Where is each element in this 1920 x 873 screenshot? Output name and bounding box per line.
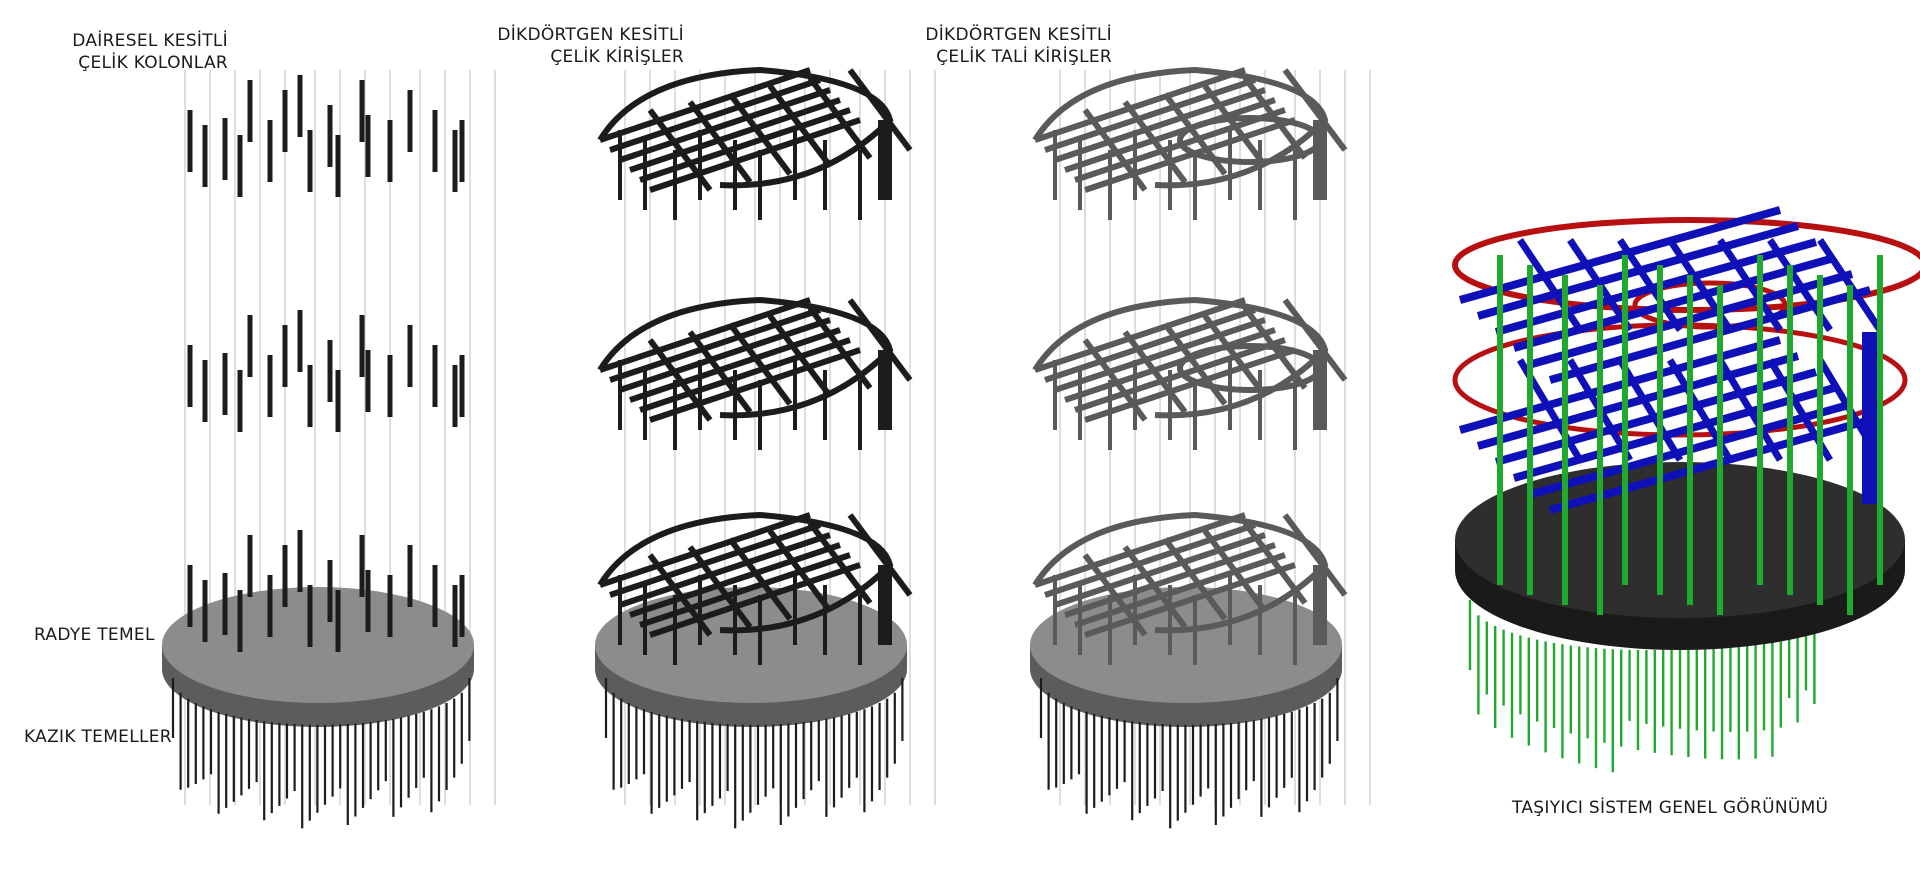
steel-beam [1044, 307, 1256, 383]
beam-ring [1032, 66, 1329, 189]
core-wall [878, 120, 892, 200]
steel-beam [1054, 532, 1266, 608]
blue-beam [1517, 238, 1583, 332]
blue-beam [1616, 358, 1684, 462]
steel-beam [1122, 545, 1188, 629]
red-ring [1632, 280, 1788, 330]
columns-label-line-1: DAİRESEL KESİTLİ [72, 31, 228, 51]
beams-label-line-1: DİKDÖRTGEN KESİTLİ [497, 25, 684, 45]
blue-beam [1617, 238, 1683, 332]
steel-beam [1282, 298, 1348, 382]
blue-beam [1717, 238, 1783, 332]
raft-label: RADYE TEMEL [34, 625, 155, 645]
steel-beam [767, 314, 833, 398]
steel-beam [687, 100, 753, 184]
steel-beam [649, 347, 861, 423]
steel-beam [599, 67, 811, 143]
steel-beam [1034, 512, 1246, 588]
steel-beam [1122, 100, 1188, 184]
steel-beam [1044, 522, 1256, 598]
raft-top [162, 587, 474, 703]
steel-beam [847, 68, 913, 152]
steel-beam [1044, 77, 1256, 153]
inner-ring [1177, 343, 1323, 393]
steel-beam [687, 545, 753, 629]
steel-beam [649, 117, 861, 193]
steel-beam [629, 542, 841, 618]
core-wall [878, 565, 892, 645]
steel-beam [727, 92, 793, 176]
steel-beam [1034, 67, 1246, 143]
steel-beam [1034, 297, 1246, 373]
steel-beam [727, 537, 793, 621]
steel-beam [847, 513, 913, 597]
steel-beam [1064, 542, 1276, 618]
steel-beam [619, 87, 831, 163]
beam-ring [1032, 511, 1329, 634]
steel-beam [767, 84, 833, 168]
overall-label: TAŞIYICI SİSTEM GENEL GÖRÜNÜMÜ [1512, 798, 1829, 818]
steel-beam [1084, 347, 1296, 423]
steel-beam [1064, 97, 1276, 173]
beam-panel [595, 66, 936, 829]
blue-beam [1716, 358, 1784, 462]
steel-beam [1282, 68, 1348, 152]
beams-label: DİKDÖRTGEN KESİTLİ ÇELİK KİRİŞLER [470, 24, 684, 68]
steel-beam [609, 522, 821, 598]
core-wall [1313, 350, 1327, 430]
steel-beam [1122, 330, 1188, 414]
core-wall [1313, 565, 1327, 645]
steel-beam [727, 322, 793, 406]
inner-ring [1177, 115, 1323, 165]
steel-beam [847, 298, 913, 382]
secondary-beams-label: DİKDÖRTGEN KESİTLİ ÇELİK TALİ KİRİŞLER [880, 24, 1112, 68]
column-panel [162, 70, 496, 829]
steel-beam [1162, 537, 1228, 621]
steel-beam [1202, 529, 1268, 613]
steel-beam [649, 562, 861, 638]
steel-beam [619, 317, 831, 393]
steel-beam [609, 307, 821, 383]
secondary-beams-label-line-1: DİKDÖRTGEN KESİTLİ [925, 25, 1112, 45]
core-wall [878, 350, 892, 430]
steel-beam [609, 77, 821, 153]
steel-beam [1054, 87, 1266, 163]
beam-ring [597, 511, 894, 634]
beams-label-line-2: ÇELİK KİRİŞLER [550, 47, 684, 67]
steel-beam [1202, 314, 1268, 398]
secondary-beam-panel [1030, 66, 1371, 829]
steel-beam [1202, 84, 1268, 168]
steel-beam [599, 512, 811, 588]
columns-label: DAİRESEL KESİTLİ ÇELİK KOLONLAR [40, 30, 228, 74]
raft-top [1455, 462, 1905, 618]
blue-beam [1458, 336, 1782, 434]
steel-beam [1084, 117, 1296, 193]
secondary-beams-label-line-2: ÇELİK TALİ KİRİŞLER [936, 47, 1112, 67]
steel-beam [599, 297, 811, 373]
beam-ring [1032, 296, 1329, 419]
steel-beam [1162, 322, 1228, 406]
steel-beam [1282, 513, 1348, 597]
columns-label-line-2: ÇELİK KOLONLAR [78, 53, 228, 73]
piles-label: KAZIK TEMELLER [24, 727, 172, 747]
steel-beam [1054, 317, 1266, 393]
steel-beam [629, 327, 841, 403]
steel-beam [619, 532, 831, 608]
beam-ring [597, 66, 894, 189]
beam-ring [597, 296, 894, 419]
steel-beam [629, 97, 841, 173]
steel-beam [687, 330, 753, 414]
blue-beam [1458, 206, 1782, 304]
steel-beam [1084, 562, 1296, 638]
overall-structure-panel [1452, 206, 1920, 773]
steel-beam [1064, 327, 1276, 403]
steel-beam [767, 529, 833, 613]
core-wall [1313, 120, 1327, 200]
